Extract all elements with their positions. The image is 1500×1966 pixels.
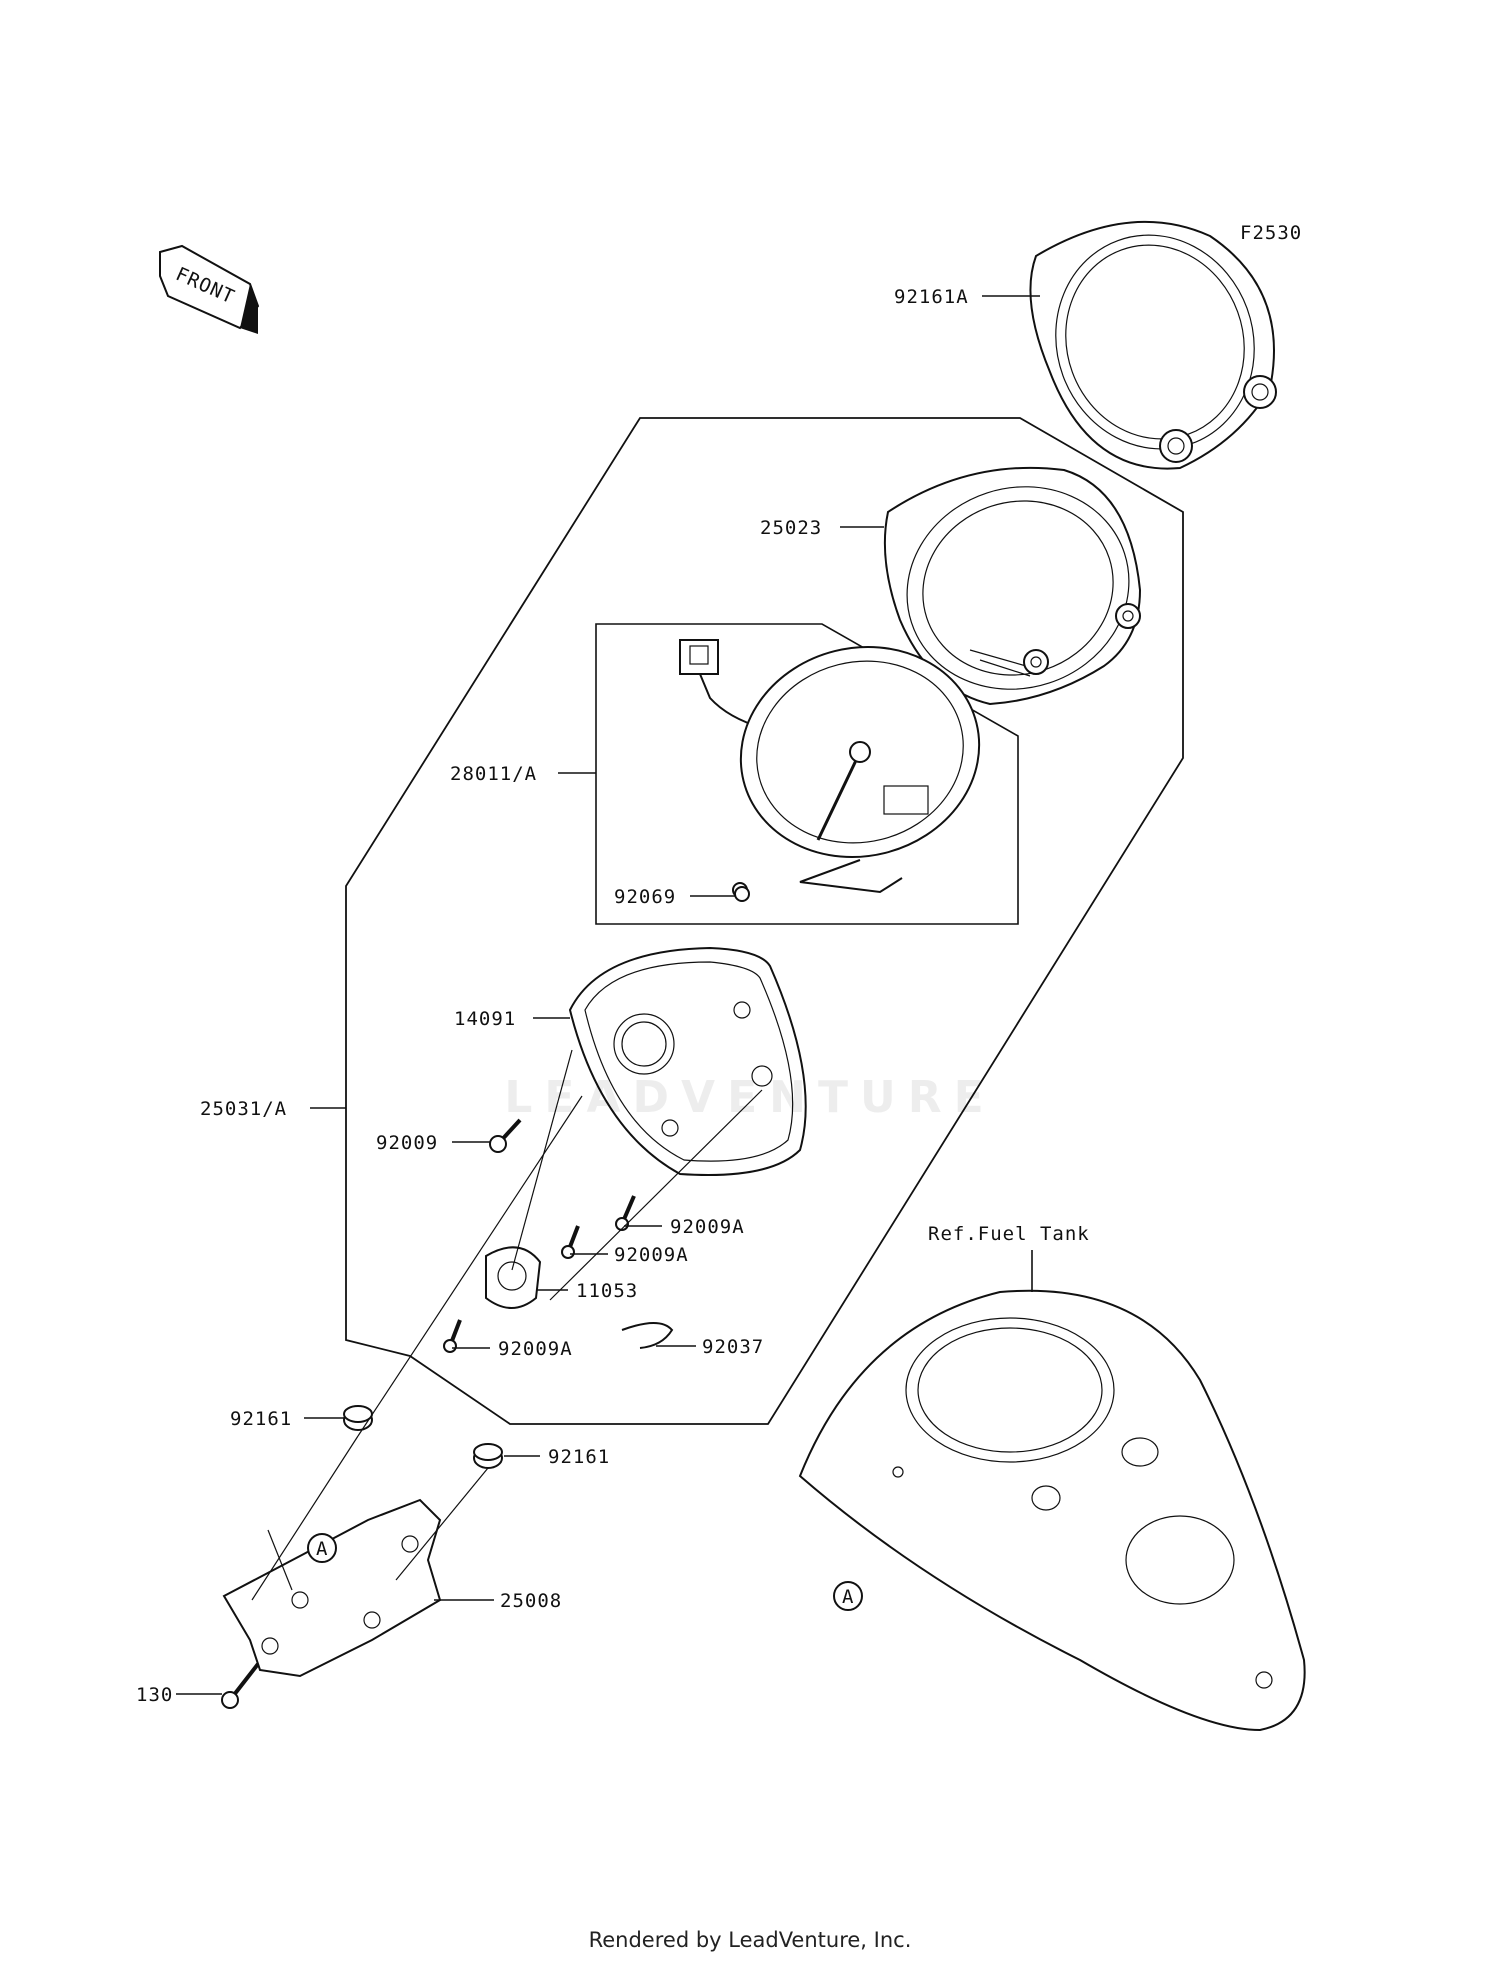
label-25031a: 25031/A [200, 1098, 287, 1120]
diagram-code: F2530 [1240, 222, 1302, 244]
label-92069: 92069 [614, 886, 676, 908]
grommet-92161-1 [343, 1405, 373, 1431]
screw-92009a-1 [615, 1195, 636, 1231]
alignment-lines [251, 1049, 763, 1601]
speedometer [679, 639, 981, 898]
meter-bracket [222, 1498, 442, 1678]
grommet-92161-2 [473, 1443, 503, 1469]
label-25023: 25023 [760, 517, 822, 539]
meter-cover [883, 466, 1142, 706]
marker-a-1: A [307, 1533, 337, 1563]
label-14091: 14091 [454, 1008, 516, 1030]
front-arrow-icon: FRONT [159, 244, 260, 334]
meter-case [568, 946, 807, 1176]
leader-lines [176, 295, 1040, 1695]
label-92009a-3: 92009A [498, 1338, 573, 1360]
marker-a-2: A [833, 1581, 863, 1611]
label-25008: 25008 [500, 1590, 562, 1612]
label-130: 130 [136, 1684, 173, 1706]
label-92161a: 92161A [894, 286, 969, 308]
assembly-outline [345, 417, 1184, 1425]
meter-assembly-box [595, 623, 1019, 925]
footer-credit: Rendered by LeadVenture, Inc. [588, 1928, 912, 1952]
bolt-130 [221, 1662, 260, 1709]
meter-socket [485, 1246, 542, 1309]
fuel-tank [798, 1289, 1306, 1732]
label-92009a-1: 92009A [670, 1216, 745, 1238]
screw-92009a-3 [443, 1319, 462, 1353]
watermark: LEADVENTURE [504, 1072, 996, 1123]
label-92161-2: 92161 [548, 1446, 610, 1468]
label-92009: 92009 [376, 1132, 438, 1154]
marker-a-2-label: A [842, 1586, 854, 1608]
label-92161-1: 92161 [230, 1408, 292, 1430]
label-11053: 11053 [576, 1280, 638, 1302]
screw-92009 [489, 1118, 522, 1153]
label-92009a-2: 92009A [614, 1244, 689, 1266]
screw-92069 [734, 886, 750, 902]
meter-cover-gasket [1029, 221, 1277, 470]
screw-92009a-2 [561, 1225, 580, 1259]
marker-a-1-label: A [316, 1538, 328, 1560]
label-ref-fuel-tank: Ref.Fuel Tank [928, 1223, 1090, 1245]
label-92037: 92037 [702, 1336, 764, 1358]
clamp [621, 1322, 674, 1349]
label-28011a: 28011/A [450, 763, 537, 785]
